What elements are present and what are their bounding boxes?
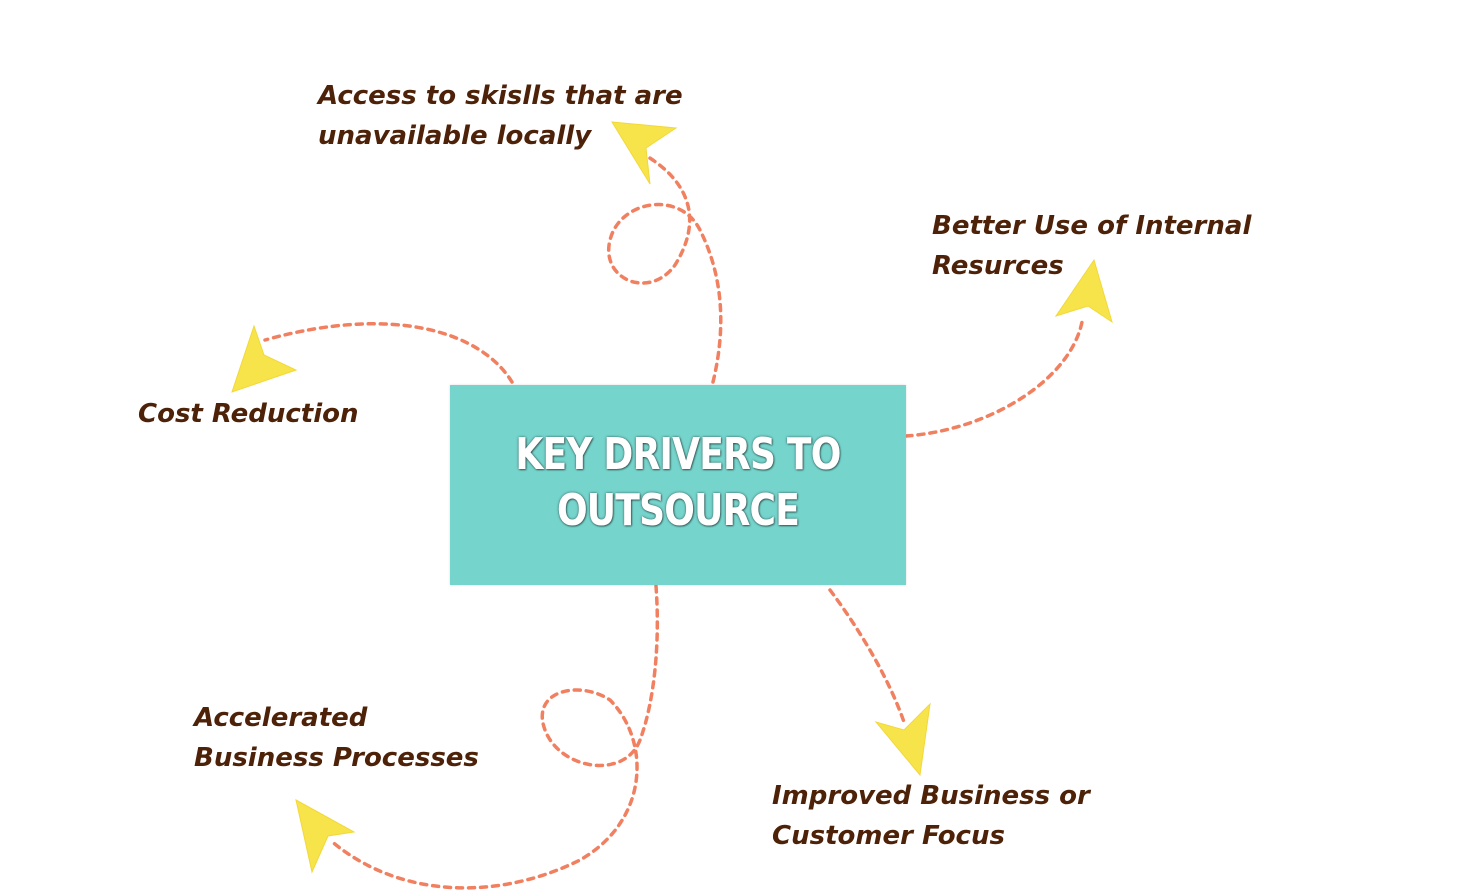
arrowhead-access-to-skills <box>611 121 678 185</box>
driver-label-line: Accelerated <box>194 703 368 733</box>
connector-access-to-skills <box>606 153 723 384</box>
arrowhead-better-use <box>1054 258 1113 324</box>
center-title-line-2: OUTSOURCE <box>556 485 800 536</box>
connector-cost-reduction <box>263 322 514 384</box>
arrowhead-cost-reduction <box>231 324 298 393</box>
driver-label-cost-reduction: Cost Reduction <box>138 394 359 434</box>
driver-label-line: Customer Focus <box>772 821 1005 851</box>
driver-label-line: Resurces <box>932 251 1064 281</box>
driver-label-accelerated: Accelerated Business Processes <box>194 698 479 778</box>
connector-better-use <box>904 320 1084 438</box>
center-title-line-1: KEY DRIVERS TO <box>515 429 841 480</box>
arrowhead-accelerated <box>295 799 356 874</box>
driver-label-better-use: Better Use of Internal Resurces <box>932 206 1251 286</box>
connector-accelerated <box>328 584 660 890</box>
center-box <box>450 385 906 585</box>
driver-label-improved-focus: Improved Business or Customer Focus <box>772 776 1090 856</box>
driver-label-line: Better Use of Internal <box>932 211 1252 241</box>
driver-label-line: Improved Business or <box>772 781 1090 811</box>
driver-label-line: Access to skislls that are <box>318 81 683 111</box>
driver-label-access-to-skills: Access to skislls that are unavailable l… <box>318 76 683 156</box>
driver-label-line: unavailable locally <box>318 121 592 151</box>
connector-improved-focus <box>828 588 907 727</box>
driver-label-line: Business Processes <box>194 743 479 773</box>
center-title: KEY DRIVERS TO OUTSOURCE <box>491 427 865 539</box>
driver-label-line: Cost Reduction <box>138 399 359 429</box>
arrowhead-improved-focus <box>874 702 931 777</box>
